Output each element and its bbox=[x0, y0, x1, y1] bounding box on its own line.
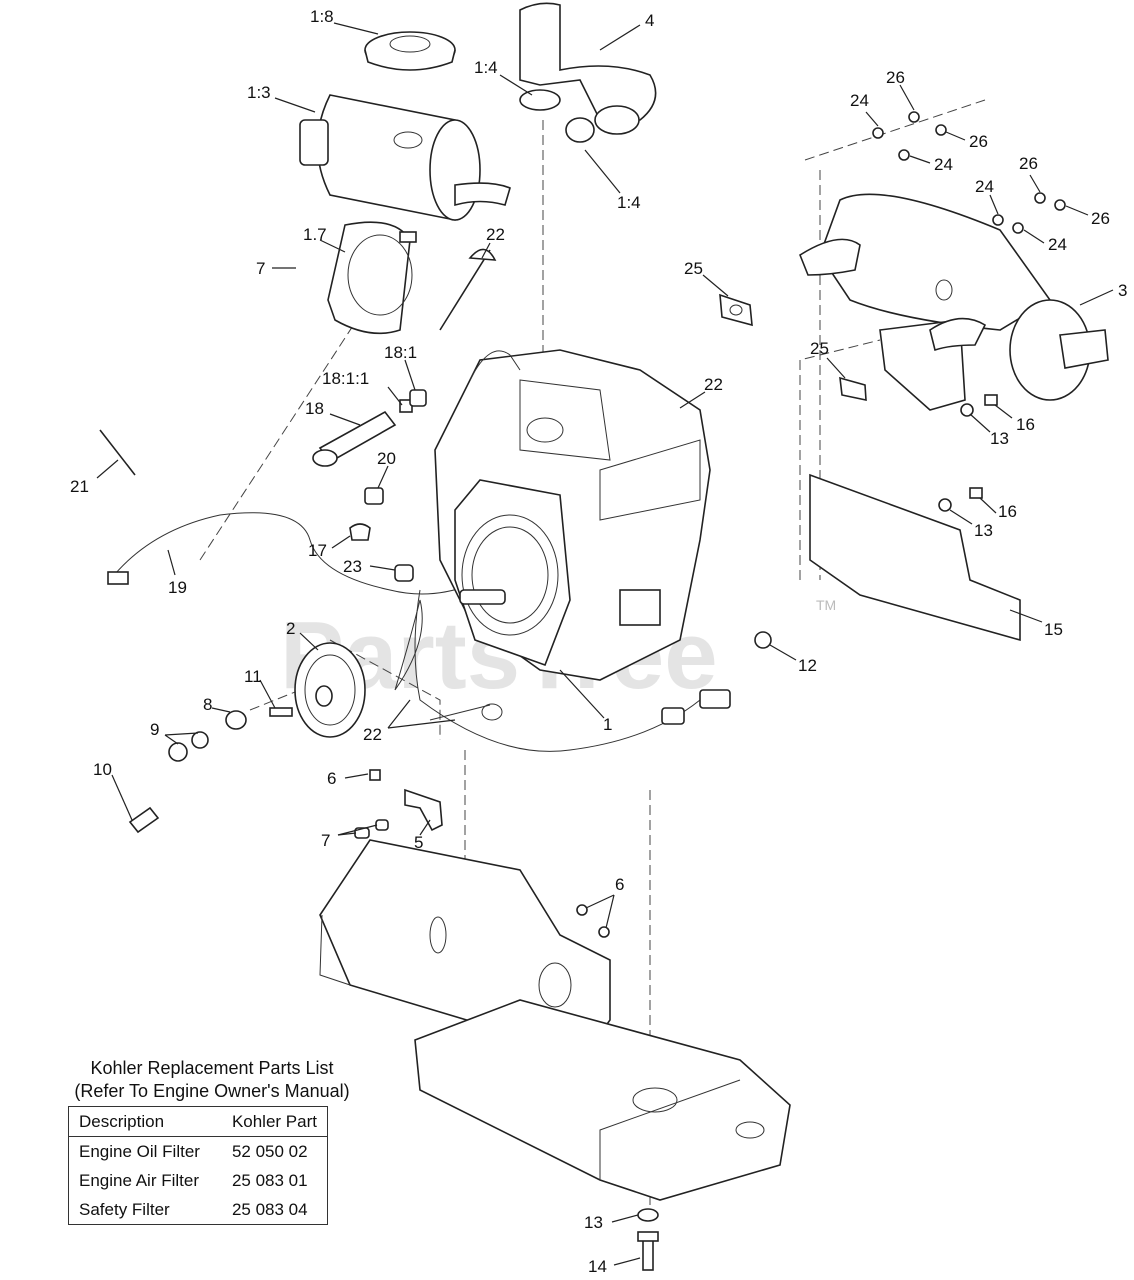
table-header-row: Description Kohler Part bbox=[68, 1106, 328, 1137]
callout-23: 23 bbox=[343, 557, 362, 576]
callout-22: 22 bbox=[486, 225, 505, 244]
row-description: Engine Oil Filter bbox=[79, 1141, 200, 1161]
callout-19: 19 bbox=[168, 578, 187, 597]
callout-labels: 1:8 1:3 1:4 1:4 4 26 24 26 24 26 24 26 2… bbox=[70, 7, 1127, 1276]
callout-2: 2 bbox=[286, 619, 295, 638]
callout-16: 16 bbox=[998, 502, 1017, 521]
callout-25: 25 bbox=[810, 339, 829, 358]
hose-clamps bbox=[519, 89, 595, 143]
parts-list-subtitle: (Refer To Engine Owner's Manual) bbox=[74, 1081, 350, 1101]
callout-24: 24 bbox=[934, 155, 953, 174]
callout-16: 16 bbox=[1016, 415, 1035, 434]
intake-tube bbox=[519, 2, 657, 135]
callout-4: 4 bbox=[645, 11, 654, 30]
callout-22: 22 bbox=[363, 725, 382, 744]
callout-21: 21 bbox=[70, 477, 89, 496]
table-row: Engine Air Filter 25 083 01 bbox=[69, 1166, 328, 1195]
wire-clips bbox=[394, 564, 731, 725]
callout-26: 26 bbox=[886, 68, 905, 87]
callout-25: 25 bbox=[684, 259, 703, 278]
header-description: Description bbox=[68, 1106, 210, 1137]
small-hardware bbox=[754, 111, 1066, 649]
harness-connector bbox=[107, 571, 129, 585]
callout-10: 10 bbox=[93, 760, 112, 779]
callout-24: 24 bbox=[1048, 235, 1067, 254]
callout-26: 26 bbox=[969, 132, 988, 151]
callout-15: 15 bbox=[1044, 620, 1063, 639]
fitting bbox=[364, 487, 384, 505]
air-cleaner-cover bbox=[364, 31, 456, 71]
callout-1: 1 bbox=[603, 715, 612, 734]
heat-shield bbox=[809, 473, 1021, 642]
callout-13: 13 bbox=[974, 521, 993, 540]
callout-17: 17 bbox=[308, 541, 327, 560]
callout-24: 24 bbox=[975, 177, 994, 196]
exhaust-gaskets bbox=[719, 293, 867, 401]
callout-1-4-lower: 1:4 bbox=[617, 193, 641, 212]
callout-3: 3 bbox=[1118, 281, 1127, 300]
air-cleaner-bracket bbox=[327, 221, 417, 335]
pto-pulley bbox=[128, 642, 366, 834]
callout-18-1: 18:1 bbox=[384, 343, 417, 362]
row-part-number: 52 050 02 bbox=[231, 1141, 308, 1161]
callout-18-1-1: 18:1:1 bbox=[322, 369, 369, 388]
row-part-number: 25 083 01 bbox=[231, 1170, 308, 1190]
callout-13: 13 bbox=[584, 1213, 603, 1232]
callout-6: 6 bbox=[615, 875, 624, 894]
kohler-parts-list: Kohler Replacement Parts List (Refer To … bbox=[52, 1057, 372, 1225]
callout-22: 22 bbox=[704, 375, 723, 394]
dipstick-tube bbox=[439, 248, 497, 331]
callout-26: 26 bbox=[1019, 154, 1038, 173]
row-description: Engine Air Filter bbox=[79, 1170, 199, 1190]
leader-lines bbox=[96, 22, 1114, 1266]
callout-20: 20 bbox=[377, 449, 396, 468]
callout-18: 18 bbox=[305, 399, 324, 418]
table-row: Safety Filter 25 083 04 bbox=[69, 1195, 328, 1225]
callout-13: 13 bbox=[990, 429, 1009, 448]
callout-1-3: 1:3 bbox=[247, 83, 271, 102]
mount-bracket bbox=[354, 769, 610, 938]
air-cleaner-body bbox=[299, 94, 511, 221]
callout-1-4: 1:4 bbox=[474, 58, 498, 77]
watermark-tm: TM bbox=[816, 597, 836, 613]
parts-table: Description Kohler Part Engine Oil Filte… bbox=[68, 1106, 328, 1225]
callout-1-7: 1.7 bbox=[303, 225, 327, 244]
callout-11: 11 bbox=[244, 667, 262, 686]
callout-1-8: 1:8 bbox=[310, 7, 334, 26]
callout-14: 14 bbox=[588, 1257, 607, 1276]
callout-24: 24 bbox=[850, 91, 869, 110]
header-kohler-part: Kohler Part bbox=[209, 1106, 328, 1137]
parts-list-title: Kohler Replacement Parts List bbox=[90, 1058, 334, 1078]
bottom-bolt bbox=[637, 1208, 659, 1271]
callout-12: 12 bbox=[798, 656, 817, 675]
callout-5: 5 bbox=[414, 833, 423, 852]
engine bbox=[434, 349, 711, 681]
ground-wire bbox=[99, 429, 136, 476]
callout-6: 6 bbox=[327, 769, 336, 788]
callout-26: 26 bbox=[1091, 209, 1110, 228]
harness-clamp bbox=[349, 523, 371, 541]
callout-7: 7 bbox=[256, 259, 265, 278]
row-part-number: 25 083 04 bbox=[231, 1199, 308, 1219]
callout-9: 9 bbox=[150, 720, 159, 739]
muffler bbox=[799, 193, 1109, 411]
callout-8: 8 bbox=[203, 695, 212, 714]
frame bbox=[319, 839, 791, 1201]
callout-7: 7 bbox=[321, 831, 330, 850]
table-row: Engine Oil Filter 52 050 02 bbox=[69, 1137, 328, 1167]
row-description: Safety Filter bbox=[79, 1199, 170, 1219]
fuel-hose bbox=[312, 389, 427, 467]
